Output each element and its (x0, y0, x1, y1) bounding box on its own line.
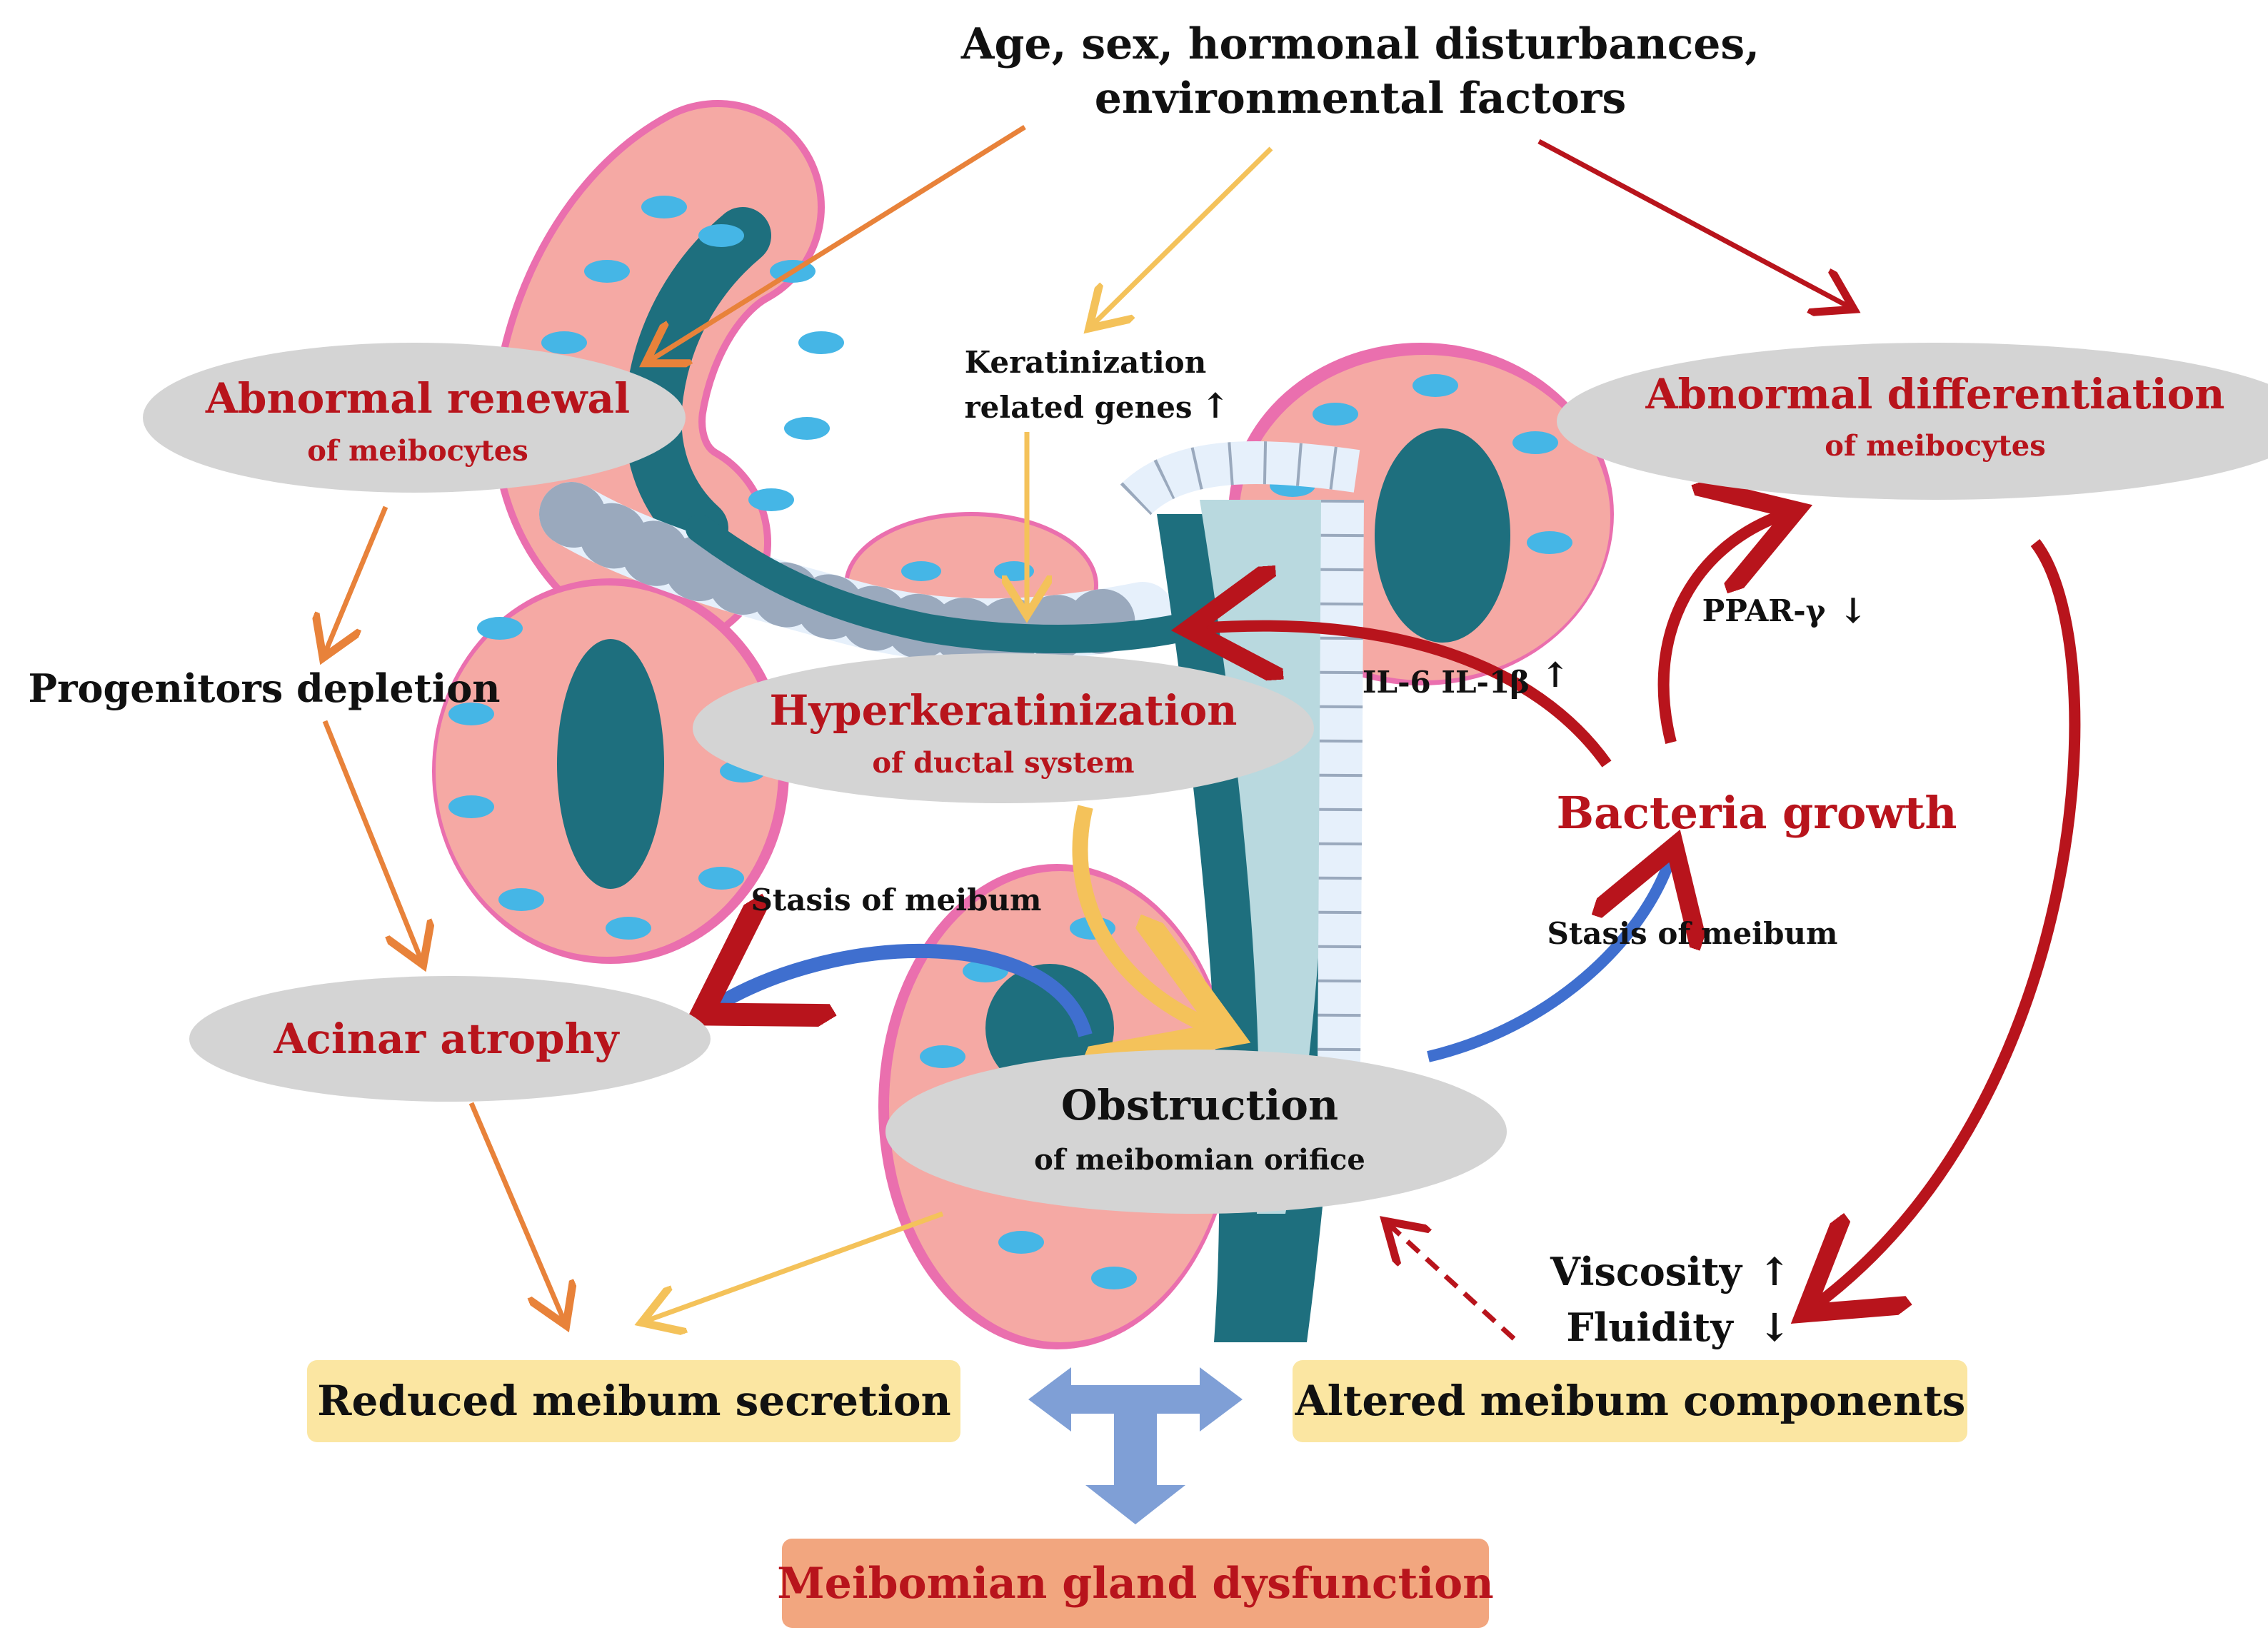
ppar-label: PPAR-γ (1702, 593, 1826, 628)
arrow-obstruction-to-bacteria (1427, 857, 1671, 1062)
down-arrow-icon: ↓ (1839, 591, 1867, 631)
arrow-factors-to-keratinization (1093, 146, 1273, 325)
arrows (322, 125, 2081, 1524)
arrow-progenitors-to-atrophy (322, 720, 421, 960)
viscosity-label: Viscosity (1550, 1249, 1743, 1294)
arrow-bacteria-to-duct (1200, 626, 1612, 768)
abnormal-differentiation-title: Abnormal differentiation (1645, 370, 2225, 418)
up-arrow-icon: ↑ (1201, 386, 1230, 426)
arrow-factors-to-differentiation (1537, 139, 1850, 307)
abnormal-renewal-sub: of meibocytes (307, 434, 528, 468)
factors-line-2: environmental factors (1095, 74, 1627, 124)
node-abnormal-renewal: Abnormal renewal of meibocytes (143, 343, 686, 493)
down-arrow-icon: ↓ (1758, 1304, 1790, 1350)
node-hyperkeratinization: Hyperkeratinization of ductal system (693, 653, 1314, 803)
node-acinar-atrophy: Acinar atrophy (189, 976, 711, 1102)
mgd-label: Meibomian gland dysfunction (777, 1559, 1493, 1609)
arrow-bacteria-to-differentiation (1657, 514, 1785, 744)
up-arrow-icon: ↑ (1758, 1249, 1790, 1294)
keratinization-label-2: related genes (964, 390, 1192, 425)
outcome-altered-meibum-components: Altered meibum components (1293, 1360, 1967, 1442)
progenitors-depletion-label: Progenitors depletion (28, 665, 500, 711)
arrow-obstruction-to-atrophy (714, 951, 1093, 1037)
stasis-of-meibum-left-label: Stasis of meibum (751, 882, 1042, 917)
arrow-renewal-to-progenitors (325, 505, 388, 653)
hyperkeratinization-title: Hyperkeratinization (770, 686, 1238, 735)
abnormal-renewal-title: Abnormal renewal (205, 374, 630, 423)
stasis-of-meibum-right-label: Stasis of meibum (1547, 916, 1838, 951)
abnormal-differentiation-sub: of meibocytes (1825, 429, 2045, 463)
altered-meibum-label: Altered meibum components (1295, 1377, 1966, 1425)
fluidity-label: Fluidity (1566, 1304, 1734, 1350)
obstruction-title: Obstruction (1061, 1081, 1338, 1130)
factors-line-1: Age, sex, hormonal disturbances, (960, 19, 1760, 69)
acinar-atrophy-title: Acinar atrophy (274, 1015, 621, 1063)
outcome-meibomian-gland-dysfunction: Meibomian gland dysfunction (777, 1539, 1494, 1628)
reduced-meibum-label: Reduced meibum secretion (317, 1377, 950, 1425)
up-arrow-icon: ↑ (1541, 655, 1570, 695)
arrow-atrophy-to-reduced (468, 1102, 564, 1321)
arrow-hyperkeratinization-to-obstruction (1072, 805, 1215, 1028)
arrow-factors-to-renewal (650, 125, 1026, 361)
hyperkeratinization-sub: of ductal system (872, 746, 1134, 780)
combined-double-arrow (1028, 1367, 1243, 1524)
node-abnormal-differentiation: Abnormal differentiation of meibocytes (1557, 343, 2268, 500)
arrow-differentiation-to-viscosity (1814, 539, 2081, 1307)
arrow-altered-to-obstruction (1389, 1224, 1516, 1341)
arrow-obstruction-to-reduced (646, 1211, 944, 1321)
interleukin-label: IL-6 IL-1β (1363, 665, 1530, 700)
node-obstruction: Obstruction of meibomian orifice (885, 1050, 1507, 1214)
obstruction-sub: of meibomian orifice (1034, 1143, 1365, 1177)
acinus-left-ring (432, 578, 789, 964)
horizontal-duct (539, 482, 1193, 663)
outcome-reduced-meibum-secretion: Reduced meibum secretion (307, 1360, 960, 1442)
bacteria-growth-label: Bacteria growth (1557, 787, 1957, 839)
keratinization-label-1: Keratinization (965, 345, 1206, 380)
